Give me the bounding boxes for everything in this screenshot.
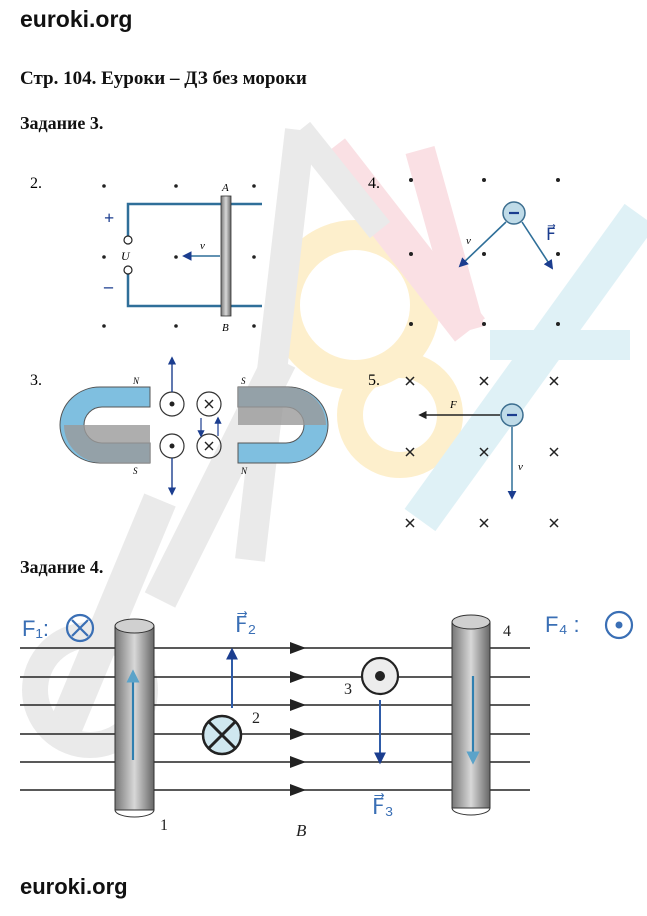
field-lines [20, 647, 530, 791]
field-dots [102, 184, 256, 328]
f1-label: F₁: [22, 616, 49, 641]
velocity-label: v⃗ [200, 240, 213, 252]
site-logo-bottom[interactable]: euroki.org [20, 874, 128, 899]
conductor-4 [451, 614, 491, 816]
panel-2-number: 2. [30, 175, 42, 192]
f4-dot-icon [604, 610, 634, 640]
page-title: Стр. 104. Еуроки – ДЗ без мороки [20, 68, 307, 89]
panel-2: 2. A B + – U v⃗ [30, 175, 262, 334]
label-1: 1 [160, 817, 168, 834]
wire-2-cross [201, 714, 243, 756]
label-b-field: B⃗ [296, 821, 320, 840]
pole-n-left: N [132, 376, 140, 386]
minus-sign: – [103, 276, 114, 296]
pole-s-right: S [241, 376, 246, 386]
svg-text:F⃗: F⃗ [546, 224, 556, 244]
panel-5: 5. F⃗ v⃗ [368, 372, 559, 528]
label-2: 2 [252, 710, 260, 727]
panel-3: 3. N S S N [30, 356, 329, 496]
site-logo-top[interactable]: euroki.org [20, 6, 133, 32]
pole-s-left: S [133, 466, 138, 476]
svg-text:F⃗: F⃗ [449, 399, 465, 411]
wire-3-dot [360, 656, 400, 696]
task3-heading: Задание 3. [20, 113, 104, 133]
label-b: B [222, 322, 229, 334]
field-arrowheads [290, 642, 306, 796]
f4-label: F₄ : [545, 612, 580, 637]
f1-cross-icon [65, 613, 95, 643]
f3-label: F⃗₃ [372, 793, 394, 819]
pole-n-right: N [240, 466, 248, 476]
task4-heading: Задание 4. [20, 557, 104, 577]
svg-text:v⃗: v⃗ [466, 235, 479, 247]
panel-4: 4. v⃗ F⃗ [368, 175, 560, 326]
panel-5-number: 5. [368, 372, 380, 389]
label-3: 3 [344, 681, 352, 698]
conductor-1 [114, 618, 155, 818]
f2-label: F⃗₂ [235, 611, 256, 637]
panel-3-number: 3. [30, 372, 42, 389]
panel-4-number: 4. [368, 175, 380, 192]
label-u: U [121, 249, 131, 263]
conductor-rod [220, 195, 232, 317]
svg-text:v⃗: v⃗ [518, 461, 531, 473]
plus-sign: + [104, 208, 114, 228]
label-4: 4 [503, 623, 511, 640]
label-a: A [221, 182, 229, 194]
